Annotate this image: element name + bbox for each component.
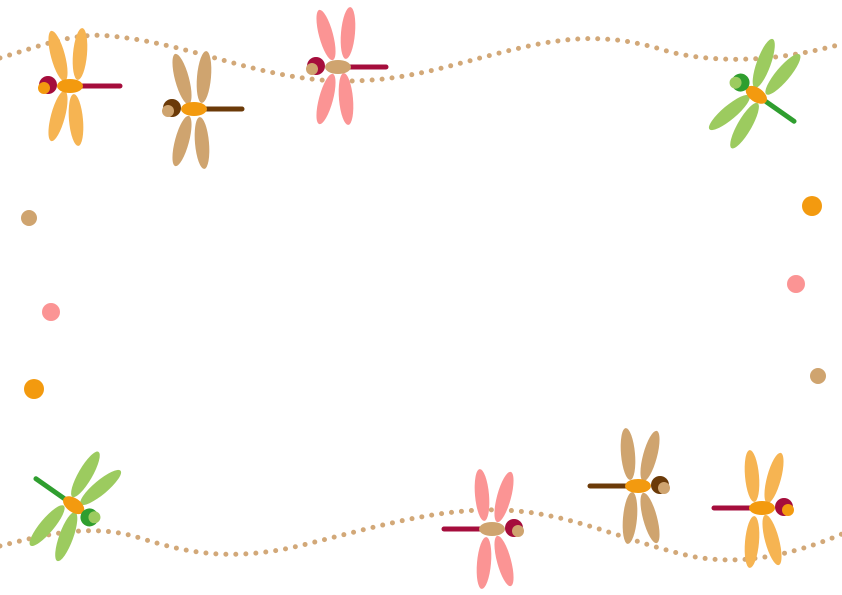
dragonfly-eye: [512, 525, 524, 537]
dragonfly-body: [325, 60, 351, 74]
dragonfly-body: [479, 522, 505, 536]
dragonfly-wing: [194, 117, 210, 169]
dot-left-orange: [24, 379, 44, 399]
dragonfly-body: [63, 496, 85, 515]
dragonfly-wing: [640, 430, 660, 482]
dragonfly-wing: [338, 73, 354, 125]
dot-right-tan: [810, 368, 826, 384]
dragonfly-tail: [763, 99, 797, 124]
dragonfly-wing: [494, 535, 514, 587]
dragonfly-wing: [340, 7, 356, 59]
dragonfly-body: [57, 79, 83, 93]
dotted-wave-top: [0, 32, 842, 84]
dot-group: [21, 196, 826, 399]
dragonfly-eye: [162, 105, 174, 117]
dragonfly-wing: [316, 9, 336, 61]
dragonfly-body: [749, 501, 775, 515]
dragonfly-group: [29, 7, 801, 589]
dragonfly-wing: [48, 90, 68, 142]
dotted-wave-bottom: [0, 507, 842, 563]
dragonfly-body: [181, 102, 207, 116]
dragonfly-wing: [730, 102, 759, 149]
dot-right-orange: [802, 196, 822, 216]
dragonfly-wing: [196, 51, 212, 103]
dragonfly-tan-top: [162, 51, 245, 169]
dot-left-pink: [42, 303, 60, 321]
dragonfly-wing: [744, 516, 760, 568]
dragonfly-wing: [476, 537, 492, 589]
dragonfly-wing: [172, 115, 192, 167]
dragonfly-wing: [474, 469, 490, 521]
dragonfly-orange-bottom-right: [711, 450, 794, 568]
dragonfly-wing: [29, 505, 65, 547]
dragonfly-wing: [764, 452, 784, 504]
dragonfly-pink-bottom: [441, 469, 524, 589]
dragonfly-wing: [752, 38, 775, 88]
dragonfly-tan-bottom: [587, 428, 670, 544]
dragonfly-wing: [316, 73, 336, 125]
dragonfly-wing: [765, 53, 801, 95]
dragonfly-wing: [640, 492, 660, 544]
dragonfly-wing: [72, 28, 88, 80]
dragonfly-tail: [33, 476, 67, 501]
dragonfly-wing: [48, 30, 68, 82]
dragonfly-body: [625, 479, 651, 493]
dragonfly-wing: [71, 451, 100, 498]
dragonfly-eye: [38, 82, 50, 94]
dragonfly-eye: [306, 63, 318, 75]
dragonfly-wing: [744, 450, 760, 502]
dragonfly-eye: [729, 76, 742, 89]
dragonfly-pink-top: [306, 7, 389, 125]
dot-left-tan: [21, 210, 37, 226]
dragonfly-wing: [68, 94, 84, 146]
dragonfly-wing: [172, 53, 192, 105]
dot-right-pink: [787, 275, 805, 293]
dragonfly-green-bottom-left: [29, 451, 122, 562]
dragonfly-eye: [782, 504, 794, 516]
dragonfly-wing: [708, 94, 750, 131]
dragonfly-wing: [622, 492, 638, 544]
dragonfly-wing: [55, 512, 78, 562]
dragonfly-wing: [762, 514, 782, 566]
dragonfly-wing: [620, 428, 636, 480]
dragonfly-wing: [80, 469, 122, 506]
dragonfly-eye: [658, 482, 670, 494]
dragonfly-orange-top-left: [38, 28, 123, 146]
dragonfly-wing: [494, 471, 514, 523]
dragonfly-eye: [88, 511, 101, 524]
dragonfly-green-top-right: [708, 38, 801, 149]
dragonfly-body: [745, 85, 767, 104]
